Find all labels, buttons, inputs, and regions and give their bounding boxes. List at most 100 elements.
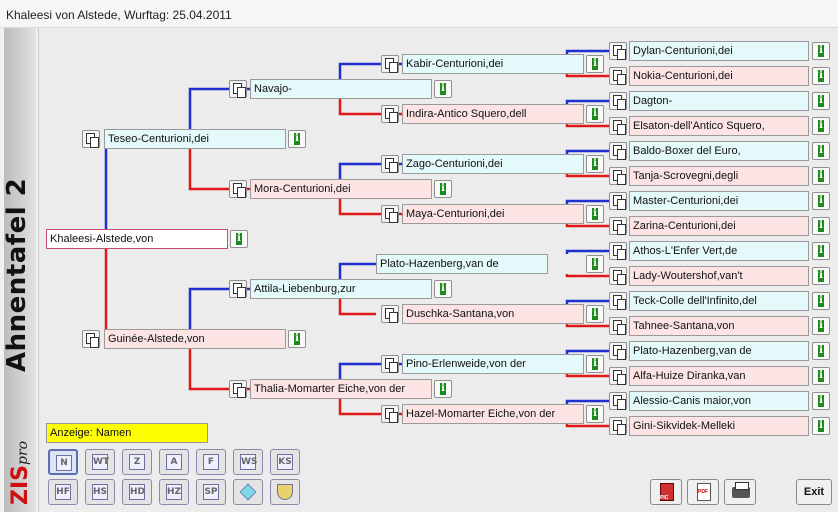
info-button[interactable]: i bbox=[434, 180, 452, 198]
copy-icon[interactable] bbox=[609, 167, 627, 185]
copy-icon[interactable] bbox=[609, 267, 627, 285]
dam-dam-name-box[interactable]: Thalia-Momarter Eiche,von der bbox=[250, 379, 432, 399]
gen4-name-box[interactable]: Alfa-Huize Diranka,van bbox=[629, 366, 809, 386]
gen4-name-box[interactable]: Zarina-Centurioni,dei bbox=[629, 216, 809, 236]
info-button[interactable]: i bbox=[812, 217, 830, 235]
info-button[interactable]: i bbox=[586, 305, 604, 323]
gen4-name-box[interactable]: Master-Centurioni,dei bbox=[629, 191, 809, 211]
gen4-name-box[interactable]: Lady-Woutershof,van't bbox=[629, 266, 809, 286]
info-button[interactable]: i bbox=[812, 367, 830, 385]
dam-info-button[interactable]: i bbox=[288, 330, 306, 348]
copy-icon[interactable] bbox=[229, 80, 247, 98]
view-button-trophy[interactable] bbox=[270, 479, 300, 505]
copy-icon[interactable] bbox=[609, 317, 627, 335]
sire-sire-name-box[interactable]: Navajo- bbox=[250, 79, 432, 99]
gen4-name-box[interactable]: Gini-Sikvidek-Melleki bbox=[629, 416, 809, 436]
info-button[interactable]: i bbox=[586, 405, 604, 423]
subject-info-button[interactable]: i bbox=[230, 230, 248, 248]
copy-icon[interactable] bbox=[381, 355, 399, 373]
info-button[interactable]: i bbox=[434, 80, 452, 98]
gen3-name-box[interactable]: Pino-Erlenweide,von der bbox=[402, 354, 584, 374]
copy-icon[interactable] bbox=[609, 117, 627, 135]
view-button-hf[interactable]: HF bbox=[48, 479, 78, 505]
gen3-name-box[interactable]: Duschka-Santana,von bbox=[402, 304, 584, 324]
copy-icon[interactable] bbox=[609, 417, 627, 435]
info-button[interactable]: i bbox=[586, 255, 604, 273]
copy-icon[interactable] bbox=[609, 192, 627, 210]
info-button[interactable]: i bbox=[812, 42, 830, 60]
pdf-export-button[interactable] bbox=[687, 479, 719, 505]
info-button[interactable]: i bbox=[434, 280, 452, 298]
view-button-ws[interactable]: WS bbox=[233, 449, 263, 475]
copy-icon[interactable] bbox=[381, 155, 399, 173]
copy-icon[interactable] bbox=[609, 42, 627, 60]
gen4-name-box[interactable]: Teck-Colle dell'Infinito,del bbox=[629, 291, 809, 311]
gen3-name-box[interactable]: Maya-Centurioni,dei bbox=[402, 204, 584, 224]
gen4-name-box[interactable]: Athos-L'Enfer Vert,de bbox=[629, 241, 809, 261]
copy-icon[interactable] bbox=[609, 367, 627, 385]
gen3-name-box[interactable]: Hazel-Momarter Eiche,von der bbox=[402, 404, 584, 424]
dam-sire-name-box[interactable]: Attila-Liebenburg,zur bbox=[250, 279, 432, 299]
gen4-name-box[interactable]: Dagton- bbox=[629, 91, 809, 111]
view-button-names[interactable]: N bbox=[48, 449, 78, 475]
copy-icon[interactable] bbox=[609, 342, 627, 360]
gen4-name-box[interactable]: Elsaton-dell'Antico Squero, bbox=[629, 116, 809, 136]
gen3-name-box[interactable]: Plato-Hazenberg,van de bbox=[376, 254, 548, 274]
copy-icon[interactable] bbox=[381, 205, 399, 223]
view-button-farbe[interactable]: F bbox=[196, 449, 226, 475]
info-button[interactable]: i bbox=[812, 167, 830, 185]
info-button[interactable]: i bbox=[812, 117, 830, 135]
view-button-hz[interactable]: HZ bbox=[159, 479, 189, 505]
info-button[interactable]: i bbox=[812, 292, 830, 310]
info-button[interactable]: i bbox=[586, 205, 604, 223]
info-button[interactable]: i bbox=[812, 417, 830, 435]
gen3-name-box[interactable]: Kabir-Centurioni,dei bbox=[402, 54, 584, 74]
gen4-name-box[interactable]: Tahnee-Santana,von bbox=[629, 316, 809, 336]
info-button[interactable]: i bbox=[434, 380, 452, 398]
copy-icon[interactable] bbox=[229, 280, 247, 298]
gen3-name-box[interactable]: Zago-Centurioni,dei bbox=[402, 154, 584, 174]
copy-icon[interactable] bbox=[609, 67, 627, 85]
view-button-ausbildung[interactable]: A bbox=[159, 449, 189, 475]
subject-name-box[interactable]: Khaleesi-Alstede,von bbox=[46, 229, 228, 249]
gen4-name-box[interactable]: Alessio-Canis maior,von bbox=[629, 391, 809, 411]
info-button[interactable]: i bbox=[586, 105, 604, 123]
view-button-hd[interactable]: HD bbox=[122, 479, 152, 505]
copy-icon[interactable] bbox=[381, 405, 399, 423]
info-button[interactable]: i bbox=[812, 392, 830, 410]
info-button[interactable]: i bbox=[812, 67, 830, 85]
gen4-name-box[interactable]: Tanja-Scrovegni,degli bbox=[629, 166, 809, 186]
copy-icon[interactable] bbox=[609, 142, 627, 160]
info-button[interactable]: i bbox=[812, 92, 830, 110]
info-button[interactable]: i bbox=[812, 242, 830, 260]
sire-dam-name-box[interactable]: Mora-Centurioni,dei bbox=[250, 179, 432, 199]
print-button[interactable] bbox=[724, 479, 756, 505]
info-button[interactable]: i bbox=[812, 317, 830, 335]
info-button[interactable]: i bbox=[812, 142, 830, 160]
copy-icon[interactable] bbox=[609, 292, 627, 310]
info-button[interactable]: i bbox=[586, 55, 604, 73]
picture-export-button[interactable] bbox=[650, 479, 682, 505]
sire-info-button[interactable]: i bbox=[288, 130, 306, 148]
gen4-name-box[interactable]: Dylan-Centurioni,dei bbox=[629, 41, 809, 61]
exit-button[interactable]: Exit bbox=[796, 479, 832, 505]
copy-icon[interactable] bbox=[609, 92, 627, 110]
gen4-name-box[interactable]: Baldo-Boxer del Euro, bbox=[629, 141, 809, 161]
view-button-wurftag[interactable]: WT bbox=[85, 449, 115, 475]
copy-icon[interactable] bbox=[381, 305, 399, 323]
copy-icon[interactable] bbox=[381, 105, 399, 123]
copy-icon[interactable] bbox=[381, 55, 399, 73]
copy-icon[interactable] bbox=[82, 330, 100, 348]
info-button[interactable]: i bbox=[812, 342, 830, 360]
gen4-name-box[interactable]: Plato-Hazenberg,van de bbox=[629, 341, 809, 361]
view-button-hs[interactable]: HS bbox=[85, 479, 115, 505]
info-button[interactable]: i bbox=[812, 192, 830, 210]
copy-icon[interactable] bbox=[82, 130, 100, 148]
info-button[interactable]: i bbox=[812, 267, 830, 285]
gen3-name-box[interactable]: Indira-Antico Squero,dell bbox=[402, 104, 584, 124]
view-button-sp[interactable]: SP bbox=[196, 479, 226, 505]
dam-name-box[interactable]: Guinée-Alstede,von bbox=[104, 329, 286, 349]
view-button-diamond[interactable] bbox=[233, 479, 263, 505]
copy-icon[interactable] bbox=[609, 242, 627, 260]
copy-icon[interactable] bbox=[609, 217, 627, 235]
